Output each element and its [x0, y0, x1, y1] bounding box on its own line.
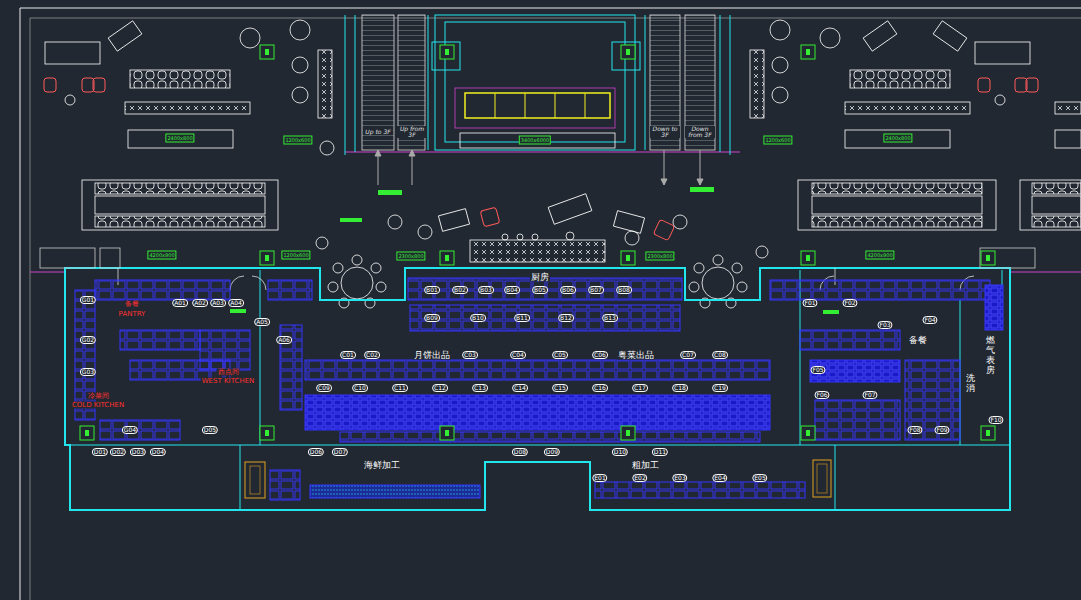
callout-number: C10	[352, 384, 368, 392]
callout-number: C04	[510, 351, 526, 359]
size-tag: 2400x800	[883, 134, 912, 143]
callout-number: E01	[592, 474, 607, 482]
room-name: 西点间	[217, 369, 240, 376]
callout-number: C16	[592, 384, 608, 392]
callout-number: D04	[150, 448, 166, 456]
callout-number: B05	[532, 286, 548, 294]
callout-number: C12	[432, 384, 448, 392]
callout-number: D10	[612, 448, 628, 456]
callout-number: C03	[462, 351, 478, 359]
size-tag: 2300x800	[645, 252, 674, 261]
callout-number: D01	[92, 448, 108, 456]
callout-number: B12	[558, 314, 574, 322]
callout-number: C14	[512, 384, 528, 392]
callout-number: B01	[424, 286, 440, 294]
callout-number: C02	[364, 351, 380, 359]
callout-number: D03	[130, 448, 146, 456]
size-tag: 1200x600	[283, 136, 312, 145]
size-tag: 3400x6000	[519, 136, 551, 145]
room-name: 燃气表房	[986, 336, 995, 376]
room-name: 海鲜加工	[363, 461, 401, 470]
callout-number: G03	[80, 368, 96, 376]
callout-number: F04	[922, 316, 937, 324]
callout-number: A02	[192, 299, 208, 307]
room-name: 洗消	[966, 374, 975, 394]
callout-number: F01	[802, 299, 817, 307]
callout-number: F05	[810, 366, 825, 374]
callout-number: A01	[172, 299, 188, 307]
callout-number: D02	[110, 448, 126, 456]
callout-number: F08	[907, 426, 922, 434]
callout-number: F06	[814, 391, 829, 399]
callout-number: B06	[560, 286, 576, 294]
escalator-label: Down to 3F	[650, 126, 680, 138]
callout-number: F03	[877, 321, 892, 329]
escalator-label: Down from 3F	[685, 126, 715, 138]
room-name: 厨房	[530, 273, 550, 282]
callout-number: A05	[254, 318, 270, 326]
callout-number: E02	[632, 474, 647, 482]
callout-number: F07	[862, 391, 877, 399]
callout-number: D11	[652, 448, 668, 456]
callout-number: B10	[470, 314, 486, 322]
callout-number: C01	[340, 351, 356, 359]
callout-number: G02	[80, 336, 96, 344]
callout-number: C18	[672, 384, 688, 392]
callout-number: B07	[588, 286, 604, 294]
room-name: 冷菜间	[87, 393, 110, 400]
callout-number: F09	[934, 426, 949, 434]
callout-number: E03	[672, 474, 687, 482]
callout-number: C11	[392, 384, 408, 392]
escalator-label: Up to 3F	[363, 129, 393, 135]
callout-number: C17	[632, 384, 648, 392]
callout-number: G01	[80, 296, 96, 304]
callout-number: C05	[552, 351, 568, 359]
callout-number: C13	[472, 384, 488, 392]
room-name-en: WEST KITCHEN	[201, 378, 256, 385]
callout-number: B09	[424, 314, 440, 322]
callout-number: A04	[228, 299, 244, 307]
callout-number: F02	[842, 299, 857, 307]
callout-number: B02	[452, 286, 468, 294]
room-name: 月饼出品	[413, 351, 451, 360]
room-name: 备餐	[908, 336, 928, 345]
callout-number: B13	[602, 314, 618, 322]
size-tag: 1200x600	[281, 251, 310, 260]
callout-number: B08	[616, 286, 632, 294]
callout-number: C15	[552, 384, 568, 392]
size-tag: 4200x900	[865, 251, 894, 260]
callout-number: A06	[276, 336, 292, 344]
callout-number: E04	[712, 474, 727, 482]
callout-number: G04	[122, 426, 138, 434]
size-tag: 1200x600	[763, 136, 792, 145]
callout-number: C06	[592, 351, 608, 359]
callout-number: C19	[712, 384, 728, 392]
room-name-en: PANTRY	[118, 311, 147, 318]
callout-number: D05	[202, 426, 218, 434]
room-name: 粗加工	[631, 461, 660, 470]
callout-number: D06	[308, 448, 324, 456]
callout-number: A03	[210, 299, 226, 307]
size-tag: 2400x800	[165, 134, 194, 143]
callout-number: C08	[712, 351, 728, 359]
room-name-en: COLD KITCHEN	[71, 402, 125, 409]
callout-number: C09	[316, 384, 332, 392]
callout-number: F10	[988, 416, 1003, 424]
callout-number: D08	[512, 448, 528, 456]
callout-number: D07	[332, 448, 348, 456]
callout-number: D09	[544, 448, 560, 456]
callout-number: E05	[752, 474, 767, 482]
callout-number: B11	[514, 314, 530, 322]
room-name: 备餐	[124, 301, 140, 308]
callout-number: B04	[504, 286, 520, 294]
size-tag: 2300x800	[396, 252, 425, 261]
callout-number: B03	[478, 286, 494, 294]
callout-number: C07	[680, 351, 696, 359]
room-name: 粤菜出品	[617, 351, 655, 360]
escalator-label: Up from 3F	[397, 126, 427, 138]
size-tag: 4200x900	[147, 251, 176, 260]
